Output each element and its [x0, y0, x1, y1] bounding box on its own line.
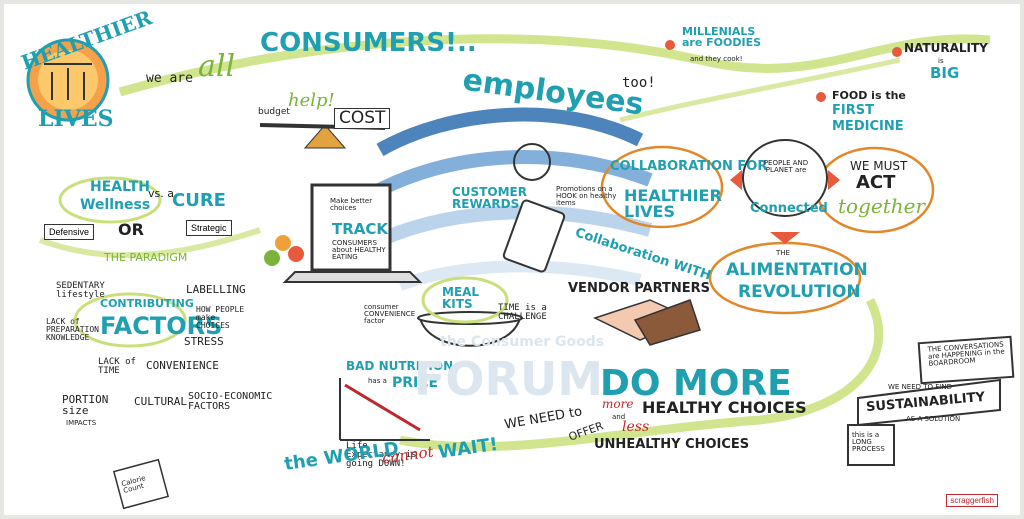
paradigm-text: THE PARADIGM: [104, 251, 188, 264]
wellness-text: Wellness: [80, 197, 151, 213]
artist-stamp: scraggerfish: [946, 494, 998, 507]
connected-text: Connected: [750, 201, 828, 216]
labelling-text: LABELLING: [186, 283, 246, 296]
the-text: THE: [776, 249, 790, 257]
customer-rewards-text: CUSTOMER REWARDS: [452, 185, 527, 211]
logo-title-bottom: LIVES: [38, 106, 114, 132]
or-text: OR: [118, 220, 144, 239]
consumers-track-text: CONSUMERS about HEALTHY EATING: [332, 239, 386, 261]
together-text: together: [838, 194, 926, 218]
big-text: BIG: [930, 64, 960, 82]
lack-time-text: LACK of TIME: [98, 357, 136, 376]
portion-text: PORTION size: [62, 393, 109, 417]
convenience-text: CONVENIENCE: [146, 359, 219, 372]
unhealthy-text: UNHEALTHY CHOICES: [594, 437, 750, 452]
impacts-text: IMPACTS: [66, 419, 97, 427]
factors-text: FACTORS: [100, 312, 223, 340]
and-text: and: [612, 413, 626, 421]
more-text: more: [602, 397, 634, 411]
vs-text: vs. a: [148, 187, 174, 200]
watermark-forum: FORUM: [414, 352, 604, 406]
we-must-text: WE MUST: [850, 159, 908, 173]
strategic-label: Strategic: [186, 220, 232, 236]
collab-for-text: COLLABORATION FOR: [610, 159, 768, 174]
alimentation-text: ALIMENTATION: [726, 260, 868, 280]
stress-text: STRESS: [184, 335, 224, 348]
they-cook-text: and they cook!: [690, 55, 743, 63]
contributing-text: CONTRIBUTING: [100, 297, 194, 310]
vendor-partners-text: VENDOR PARTNERS: [568, 281, 711, 296]
healthy-choices-text: HEALTHY CHOICES: [642, 398, 807, 417]
as-solution-text: AS A SOLUTION: [906, 415, 961, 423]
price-text: PRICE: [392, 375, 439, 391]
watermark-line: the Consumer Goods: [440, 334, 605, 350]
how-people-text: HOW PEOPLE make CHOICES: [196, 305, 245, 330]
we-need-find-text: WE NEED TO FIND: [888, 383, 952, 391]
do-more-text: DO MORE: [600, 363, 792, 404]
lack-prep-text: LACK of PREPARATION KNOWLEDGE: [46, 317, 99, 342]
defensive-label: Defensive: [44, 224, 95, 240]
healthier-lives-text: HEALTHIER LIVES: [624, 186, 722, 221]
make-better-text: Make better choices: [330, 197, 373, 212]
cost-text: COST: [334, 108, 391, 129]
bad-nutrition-text: BAD NUTRITION: [346, 359, 454, 373]
cultural-text: CULTURAL: [134, 395, 187, 408]
banner-too: too!: [622, 75, 656, 91]
naturality-text: NATURALITY: [904, 41, 988, 55]
act-text: ACT: [856, 172, 896, 193]
banner-consumers: CONSUMERS!..: [260, 28, 477, 58]
sedentary-text: SEDENTARY lifestyle: [56, 281, 105, 300]
cure-text: CURE: [172, 190, 226, 211]
consumer-convenience-text: consumer CONVENIENCE factor: [364, 303, 416, 325]
meal-kits-text: MEAL KITS: [442, 285, 480, 311]
medicine-text: MEDICINE: [832, 119, 904, 134]
budget-text: budget: [258, 107, 290, 117]
time-challenge-text: TIME is a CHALLENGE: [498, 303, 547, 322]
revolution-text: REVOLUTION: [738, 282, 861, 302]
life-expectancy-text: Life Expectancy is going DOWN!: [346, 441, 417, 469]
less-text: less: [622, 419, 650, 435]
help-text: help!: [288, 90, 335, 111]
food-is-text: FOOD is the: [832, 89, 906, 102]
long-process-text: this is a LONG PROCESS: [852, 431, 885, 453]
people-planet-text: PEOPLE AND PLANET are: [763, 159, 809, 174]
socio-text: SOCIO-ECONOMIC FACTORS: [188, 391, 273, 412]
health-text: HEALTH: [90, 179, 150, 195]
track-text: TRACK: [332, 220, 389, 238]
has-a-text: has a: [368, 377, 387, 385]
millenials-text: MILLENIALS are FOODIES: [682, 25, 762, 49]
banner-all: all: [198, 49, 236, 84]
is-text: is: [938, 57, 944, 65]
promotions-text: Promotions on a HOOK on healthy items: [556, 185, 617, 207]
banner-we-are: we are: [146, 71, 193, 86]
first-text: FIRST: [832, 103, 874, 118]
